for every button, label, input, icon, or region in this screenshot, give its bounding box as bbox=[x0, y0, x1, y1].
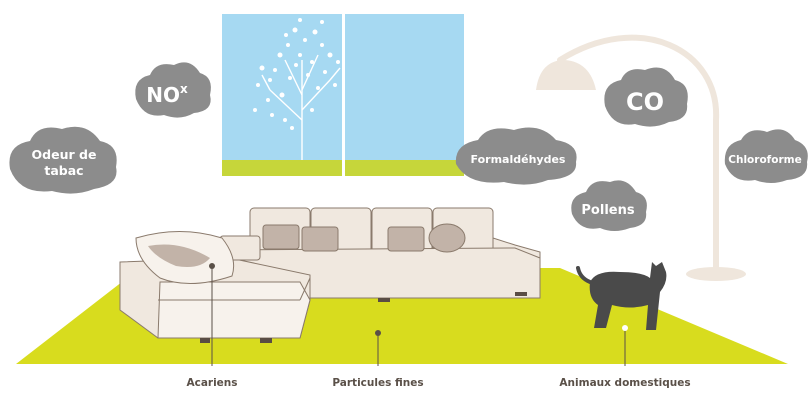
pollens-label: Pollens bbox=[581, 203, 634, 218]
label-mites: Acariens bbox=[186, 377, 237, 389]
label-fine-particles: Particules fines bbox=[332, 377, 423, 389]
tobacco-label-line1: Odeur de bbox=[32, 147, 97, 162]
tobacco-label-line2: tabac bbox=[44, 163, 83, 178]
label-pets: Animaux domestiques bbox=[559, 377, 690, 389]
co-label: CO bbox=[626, 88, 664, 116]
chloroform-label: Chloroforme bbox=[728, 154, 801, 166]
formaldehyde-label: Formaldéhydes bbox=[471, 153, 566, 166]
nox-subscript: x bbox=[180, 82, 188, 96]
window-tree-icon bbox=[222, 14, 464, 176]
